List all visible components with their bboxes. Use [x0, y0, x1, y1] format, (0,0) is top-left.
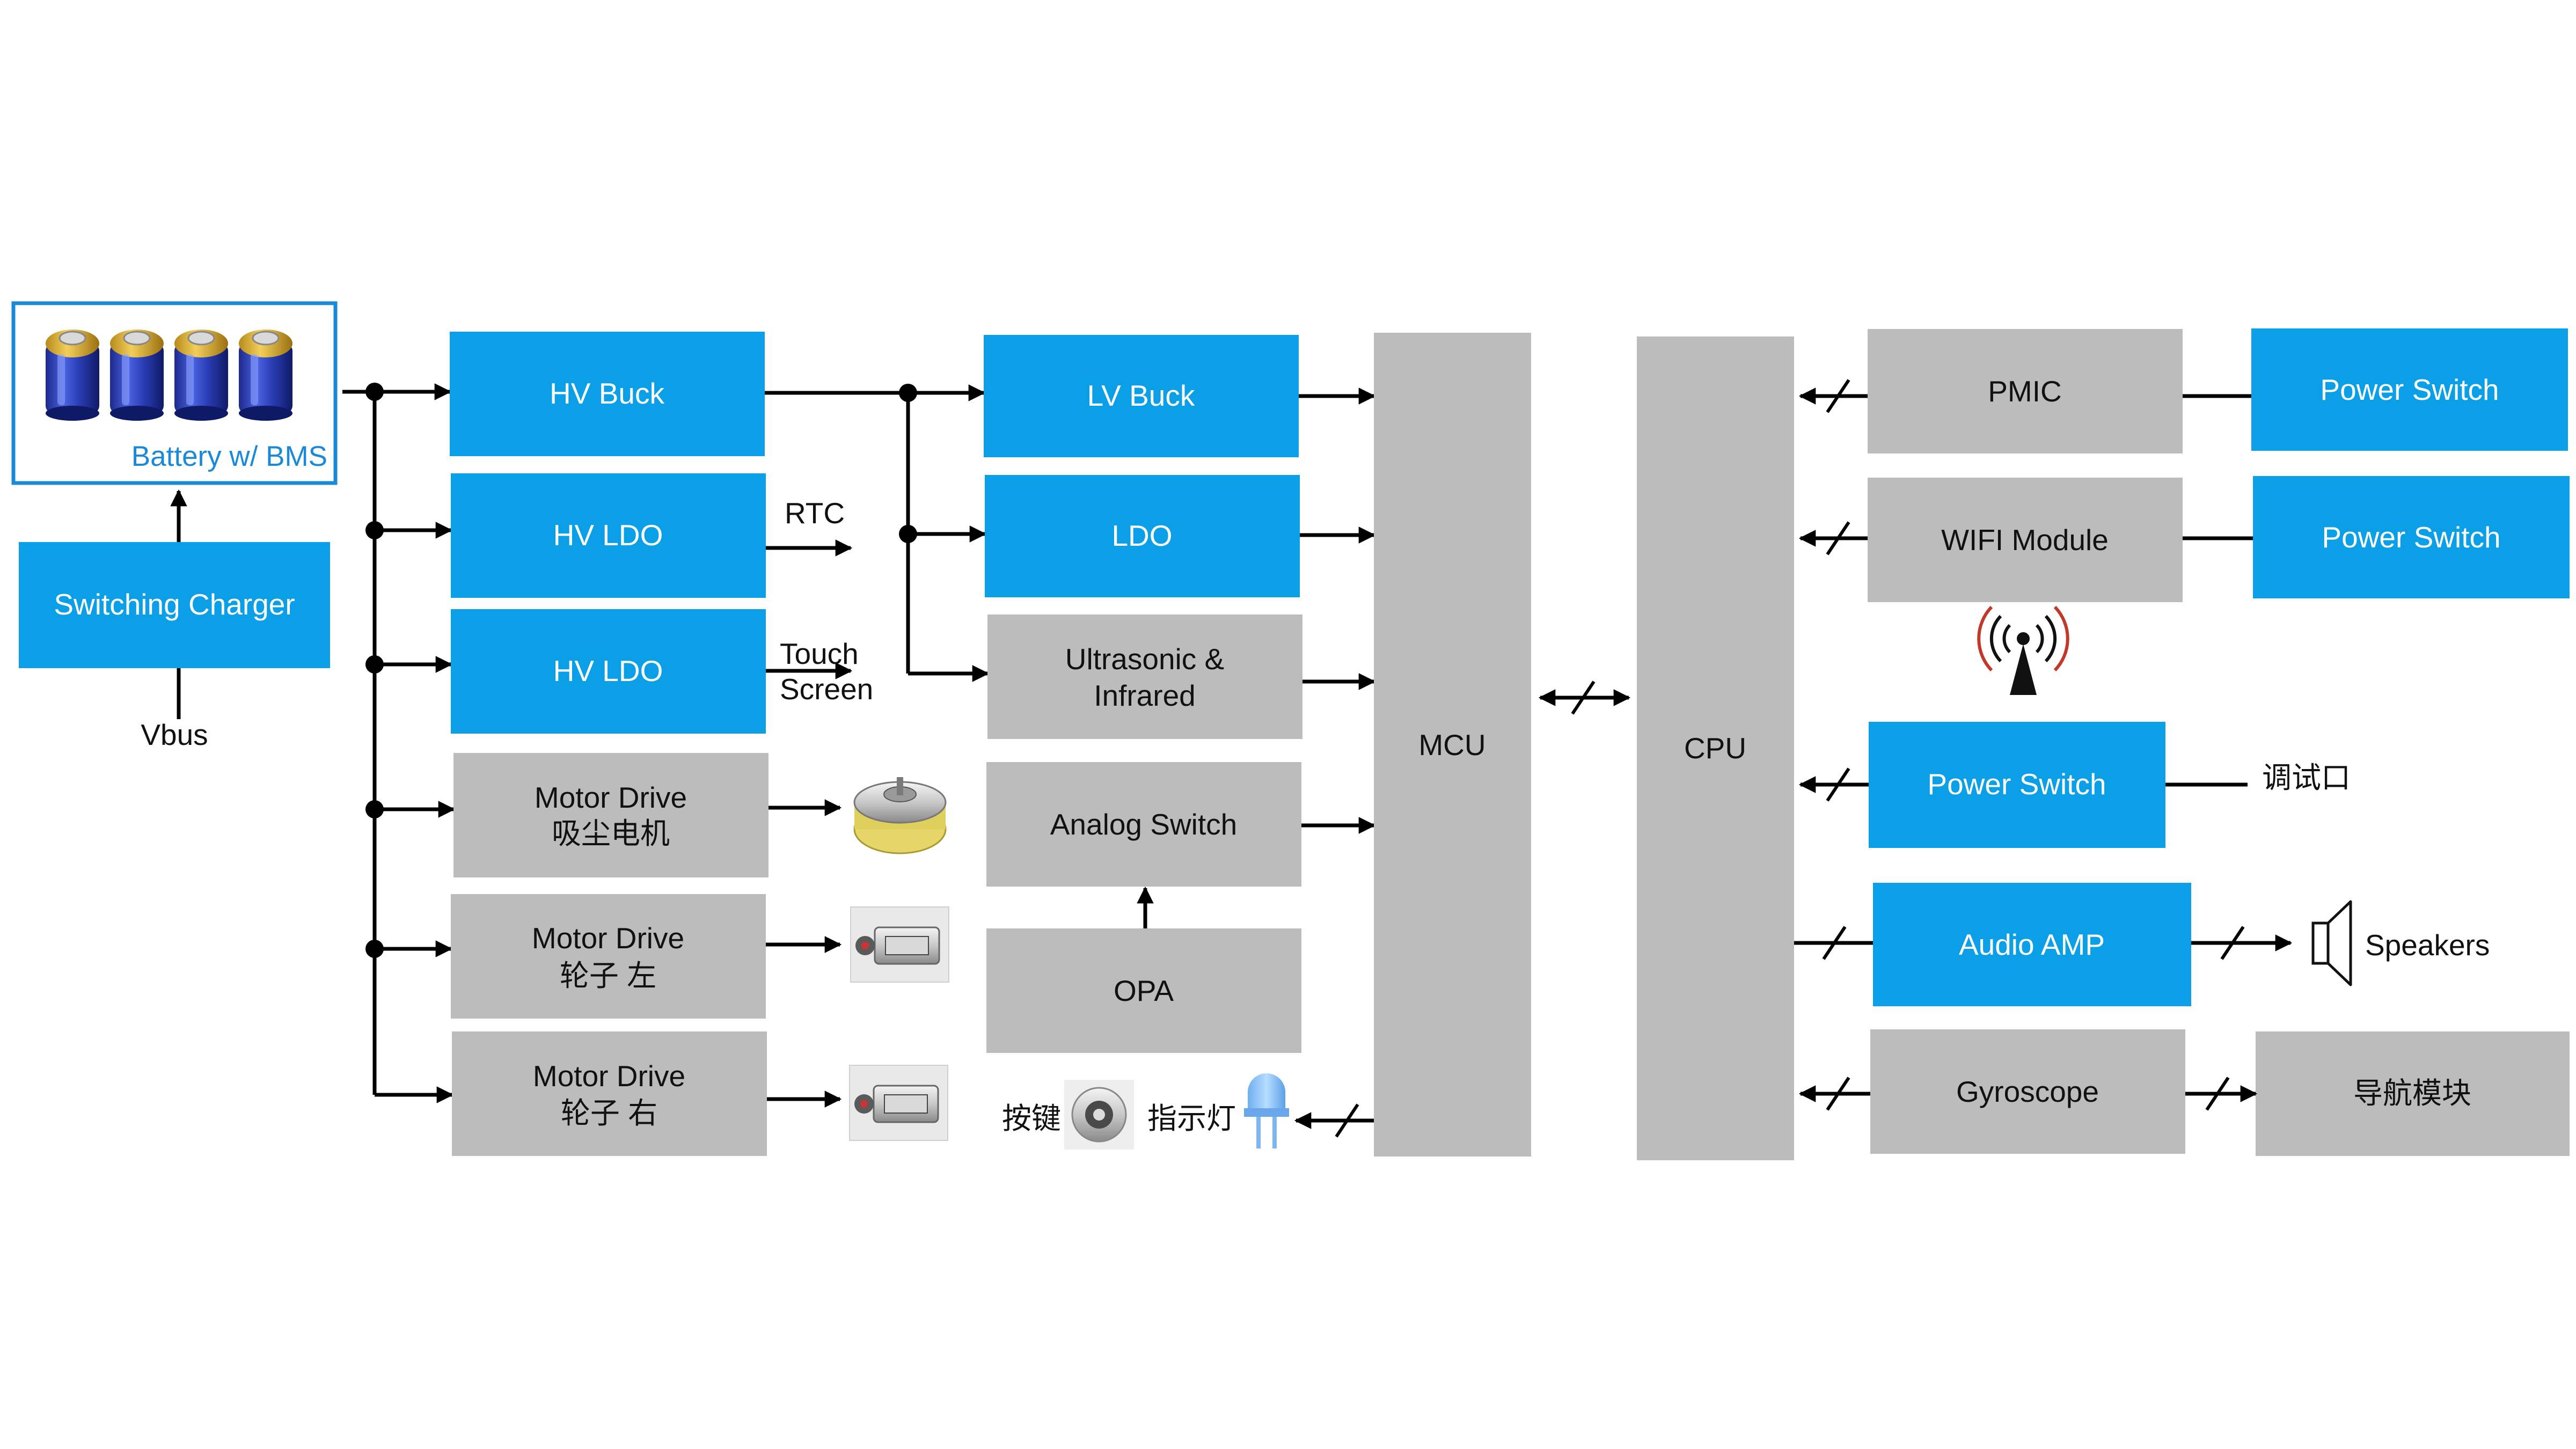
- debug-port-label: 调试口: [2262, 761, 2351, 794]
- opa-block: OPA: [986, 928, 1301, 1053]
- motor-right-line2: 轮子 右: [561, 1096, 657, 1130]
- power-switch-block-2: Power Switch: [2253, 476, 2570, 598]
- hv-ldo-block-1: HV LDO: [451, 473, 766, 598]
- hv-buck-block: HV Buck: [450, 332, 765, 456]
- led-icon: [1244, 1073, 1289, 1148]
- power-switch-block-3: Power Switch: [1869, 722, 2165, 848]
- nav-module-block: 导航模块: [2256, 1031, 2570, 1156]
- pmic-block: PMIC: [1868, 329, 2183, 453]
- battery-cell-icon: [110, 330, 164, 421]
- lv-buck-label: LV Buck: [1087, 379, 1195, 412]
- wifi-module-block: WIFI Module: [1868, 478, 2183, 602]
- switching-charger-block: Switching Charger: [19, 542, 330, 668]
- audio-amp-label: Audio AMP: [1959, 928, 2105, 961]
- mcu-label: MCU: [1418, 728, 1485, 762]
- gear-button-icon: [1064, 1080, 1134, 1150]
- wheel-motor-icon-right: [849, 1065, 948, 1141]
- motor-drive-vacuum-block: Motor Drive 吸尘电机: [453, 753, 769, 877]
- hv-ldo-block-2: HV LDO: [451, 609, 766, 734]
- cpu-block: CPU: [1637, 336, 1794, 1160]
- power-switch-block-1: Power Switch: [2251, 328, 2568, 451]
- battery-cell-icon: [46, 330, 99, 421]
- power-switch-1-label: Power Switch: [2320, 373, 2499, 406]
- ldo-label: LDO: [1111, 519, 1172, 552]
- audio-amp-block: Audio AMP: [1873, 883, 2191, 1006]
- ldo-block: LDO: [985, 475, 1300, 597]
- motor-drive-left-block: Motor Drive 轮子 左: [451, 894, 766, 1019]
- hv-ldo-2-label: HV LDO: [553, 654, 663, 687]
- wheel-motor-icon-left: [850, 906, 949, 983]
- motor-left-line2: 轮子 左: [560, 959, 656, 992]
- vacuum-motor-icon: [851, 773, 950, 861]
- ultrasonic-line1: Ultrasonic &: [1065, 642, 1224, 676]
- switching-charger-label: Switching Charger: [54, 588, 295, 621]
- cpu-label: CPU: [1684, 731, 1746, 765]
- rtc-label: RTC: [785, 496, 845, 530]
- keys-label: 按键: [1002, 1102, 1061, 1135]
- touch-screen-label-line1: Touch: [780, 637, 859, 670]
- hv-buck-label: HV Buck: [550, 377, 664, 410]
- battery-cell-icon: [174, 330, 228, 421]
- analog-switch-label: Analog Switch: [1050, 808, 1238, 841]
- motor-right-line1: Motor Drive: [533, 1059, 685, 1093]
- battery-block: Battery w/ BMS: [11, 301, 338, 485]
- battery-cell-icon: [239, 330, 292, 421]
- nav-module-label: 导航模块: [2353, 1077, 2471, 1110]
- indicator-label: 指示灯: [1147, 1102, 1236, 1135]
- motor-left-line1: Motor Drive: [532, 921, 684, 955]
- battery-cells: [46, 330, 292, 421]
- touch-screen-label-line2: Screen: [780, 672, 873, 706]
- wifi-antenna-icon: [1977, 605, 2069, 695]
- gyroscope-block: Gyroscope: [1870, 1029, 2185, 1154]
- power-switch-3-label: Power Switch: [1927, 767, 2106, 801]
- ultrasonic-line2: Infrared: [1094, 679, 1196, 712]
- motor-vacuum-line1: Motor Drive: [535, 781, 687, 814]
- motor-vacuum-line2: 吸尘电机: [552, 817, 670, 850]
- speakers-label: Speakers: [2365, 928, 2490, 962]
- opa-label: OPA: [1114, 974, 1174, 1007]
- ultrasonic-infrared-block: Ultrasonic & Infrared: [987, 614, 1302, 739]
- battery-label: Battery w/ BMS: [131, 441, 327, 472]
- vbus-label: Vbus: [141, 718, 208, 751]
- hv-ldo-1-label: HV LDO: [553, 518, 663, 552]
- pmic-label: PMIC: [1988, 375, 2062, 408]
- motor-drive-right-block: Motor Drive 轮子 右: [452, 1031, 767, 1156]
- mcu-block: MCU: [1374, 333, 1531, 1157]
- gyroscope-label: Gyroscope: [1956, 1075, 2099, 1108]
- speaker-icon: [2311, 900, 2352, 986]
- power-switch-2-label: Power Switch: [2322, 521, 2500, 554]
- analog-switch-block: Analog Switch: [986, 762, 1301, 887]
- lv-buck-block: LV Buck: [984, 335, 1299, 457]
- wifi-module-label: WIFI Module: [1941, 523, 2109, 557]
